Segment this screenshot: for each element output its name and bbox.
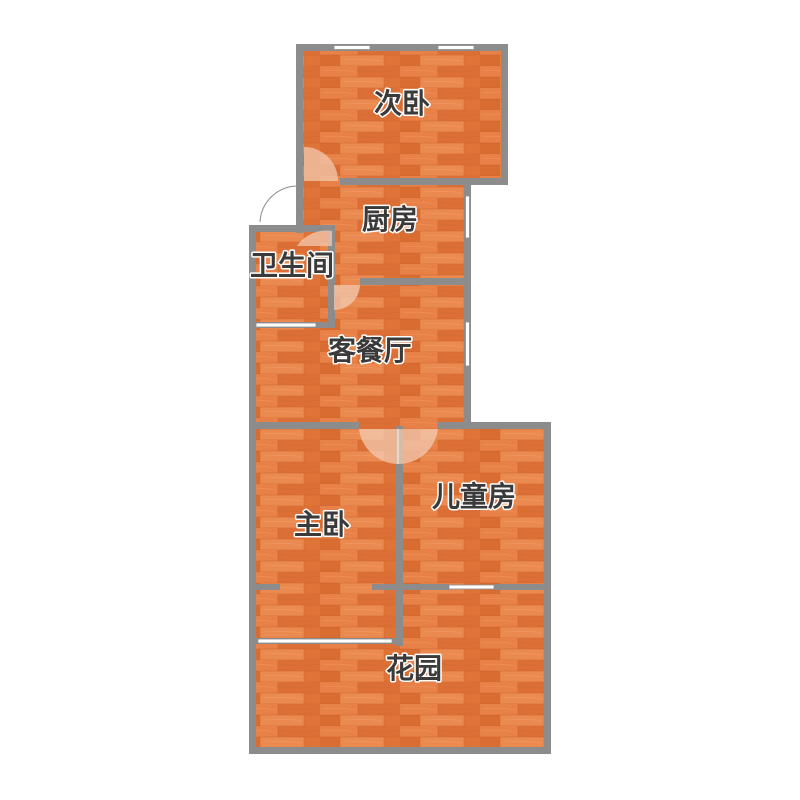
floor-living-dining	[252, 282, 470, 426]
label-kitchen: 厨房	[362, 203, 418, 236]
door-entrance	[259, 185, 299, 223]
window-bathroom	[255, 322, 317, 328]
window-kitchen	[465, 195, 470, 239]
label-kids-room: 儿童房	[432, 480, 516, 513]
label-master-bedroom: 主卧	[294, 508, 350, 541]
window-master-garden	[257, 638, 393, 644]
label-second-bedroom: 次卧	[374, 87, 430, 120]
windows	[255, 45, 495, 644]
window-top-right	[437, 45, 475, 50]
label-garden: 花园	[386, 652, 442, 685]
floors	[252, 48, 550, 750]
doors	[259, 147, 438, 465]
label-living-dining: 客餐厅	[328, 334, 412, 367]
window-top-left	[333, 45, 371, 50]
label-bathroom: 卫生间	[250, 249, 334, 282]
window-kids-garden	[448, 584, 495, 590]
door-bathroom	[297, 230, 332, 246]
room-labels: 次卧 厨房 卫生间 客餐厅 主卧 儿童房 花园	[248, 86, 517, 687]
window-living	[465, 321, 470, 367]
floor-second-bedroom	[300, 48, 504, 183]
door-second-bedroom	[304, 147, 338, 181]
door-kitchen	[334, 285, 360, 310]
